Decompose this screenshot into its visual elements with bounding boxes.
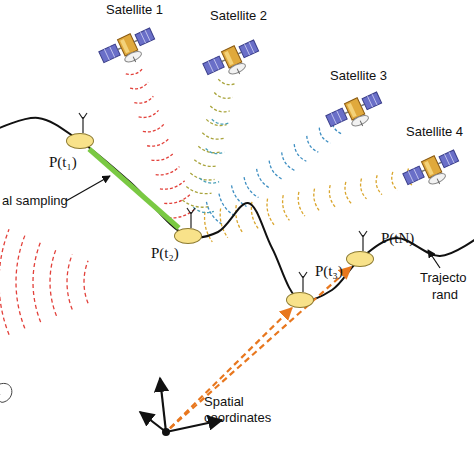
satellite-label: Satellite 3 — [330, 68, 387, 84]
signal-wave — [143, 124, 164, 131]
satellite-icon — [98, 25, 161, 74]
position-label: P(tN) — [381, 230, 414, 247]
signal-wave — [376, 175, 382, 194]
signal-wave — [219, 194, 235, 216]
sampling-segment — [89, 149, 179, 228]
signal-wave — [269, 161, 282, 180]
origin-point: Spatial coordinates — [162, 428, 170, 436]
annotation-label: al sampling — [2, 193, 68, 209]
signal-wave — [267, 199, 274, 225]
signal-wave — [345, 182, 351, 203]
signal-wave — [294, 144, 306, 161]
annotation-label: rand — [432, 287, 458, 303]
signal-wave — [210, 106, 229, 112]
signal-wave — [198, 146, 220, 153]
signal-wave — [50, 248, 56, 316]
signal-wave — [298, 192, 305, 216]
antenna-symbol — [187, 208, 195, 228]
signal-wave — [16, 236, 25, 329]
signal-wave — [202, 133, 223, 139]
antenna-symbol — [359, 231, 367, 251]
satellite-label: Satellite 2 — [210, 8, 267, 24]
axes-label: Spatial coordinates — [204, 394, 290, 426]
signal-wave — [257, 169, 271, 189]
leader-line — [428, 250, 440, 268]
position-vector — [170, 308, 292, 428]
signal-wave — [214, 93, 232, 99]
satellite-icon — [402, 147, 465, 196]
antenna-symbol — [79, 113, 87, 133]
signal-wave — [307, 136, 319, 152]
signal-wave — [126, 68, 143, 74]
signal-wave — [164, 195, 190, 204]
loop-mark — [0, 383, 12, 402]
signal-wave — [160, 181, 185, 189]
antenna-group — [79, 113, 367, 292]
signal-wave — [151, 153, 174, 161]
satellite-label: Satellite 4 — [406, 124, 463, 140]
position-ellipse: P(t₃) — [286, 292, 314, 308]
position-label: P(t₂) — [151, 245, 179, 262]
signal-wave — [282, 152, 295, 170]
signal-wave — [193, 207, 214, 212]
signal-wave — [134, 96, 153, 103]
signal-wave — [205, 212, 213, 242]
signal-wave — [147, 138, 169, 146]
position-label: P(t₁) — [49, 154, 77, 171]
satellite-label: Satellite 1 — [106, 2, 163, 18]
antenna-symbol — [299, 272, 307, 292]
signal-wave — [283, 195, 290, 220]
position-ellipse: P(tN) — [346, 251, 374, 267]
signal-wave — [67, 254, 72, 309]
signal-wave — [156, 167, 180, 175]
satellite-icon — [325, 89, 388, 138]
signal-waves — [0, 68, 413, 335]
signal-wave — [361, 179, 367, 199]
axis-arrow — [160, 378, 166, 432]
leader-line — [66, 176, 110, 201]
signal-wave — [33, 242, 41, 322]
satellite-icon — [202, 37, 265, 86]
position-label: P(t₃) — [315, 263, 343, 280]
trajectory-curve — [0, 118, 474, 301]
signal-wave — [182, 200, 208, 207]
signal-wave — [206, 149, 225, 154]
signal-wave — [84, 261, 88, 304]
position-ellipse: P(t₂) — [174, 228, 202, 244]
signal-wave — [392, 172, 398, 190]
signal-wave — [319, 128, 330, 144]
signal-wave — [314, 189, 320, 212]
signal-wave — [218, 79, 235, 85]
signal-wave — [194, 160, 217, 167]
signal-wave — [329, 185, 335, 207]
annotation-label: Trajecto — [420, 270, 466, 286]
signal-wave — [0, 229, 9, 334]
signal-wave — [186, 187, 211, 194]
signal-wave — [212, 119, 230, 124]
position-ellipse: P(t₁) — [66, 133, 94, 149]
signal-wave — [130, 82, 148, 89]
signal-wave — [190, 173, 214, 180]
signal-wave — [139, 110, 159, 117]
signal-wave — [244, 177, 258, 197]
signal-wave — [199, 178, 219, 183]
position-vector — [170, 267, 351, 428]
